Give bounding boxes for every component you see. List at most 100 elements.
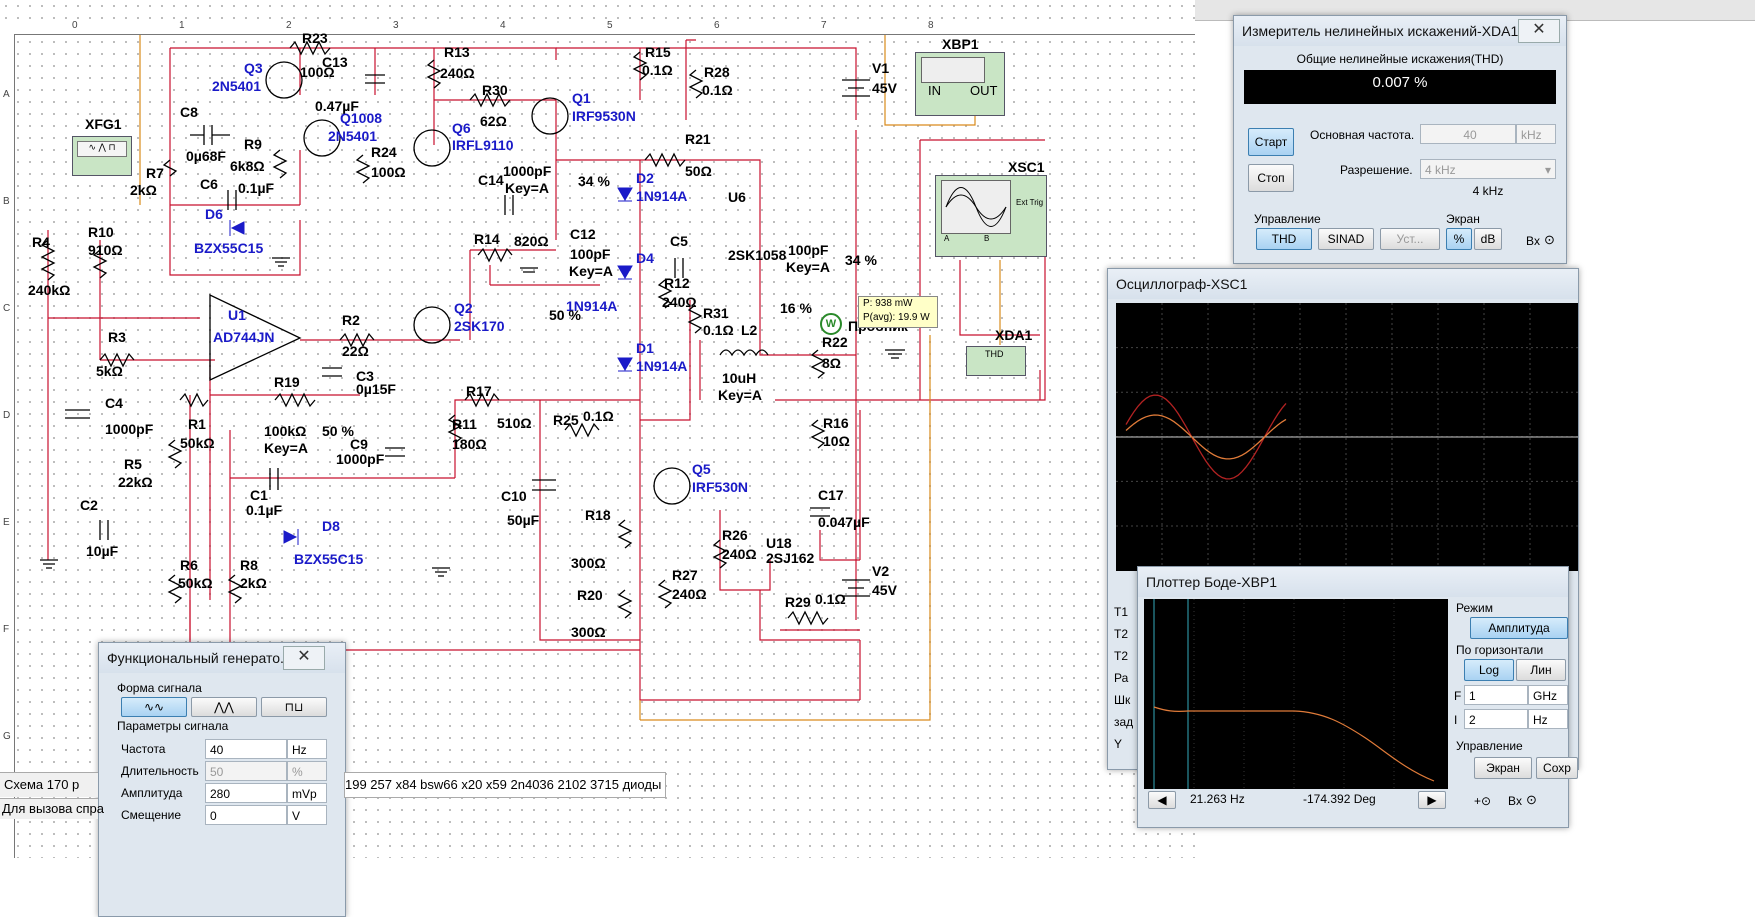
component-label: 0.047µF	[818, 514, 870, 530]
component-label: R15	[645, 44, 671, 60]
component-label: 10µF	[86, 543, 119, 559]
ruler-col-label: 4	[500, 20, 506, 31]
bode-bx-label: Bx	[1508, 794, 1523, 808]
probe-power: P: 938 mW	[863, 298, 913, 309]
log-button[interactable]: Log	[1464, 659, 1514, 681]
component-label: 1000pF	[105, 421, 154, 437]
osc-side-label: T2	[1114, 649, 1129, 663]
amplitude-button[interactable]: Амплитуда	[1470, 617, 1568, 639]
xbp1-instrument[interactable]: IN OUT	[915, 52, 1005, 116]
param-unit-field[interactable]: %	[287, 761, 327, 781]
params-label: Параметры сигнала	[117, 719, 229, 733]
param-unit-field[interactable]: V	[287, 805, 327, 825]
thd-analyzer-window[interactable]: Измеритель нелинейных искажений-XDA1 ✕ О…	[1233, 15, 1567, 264]
i-unit[interactable]: Hz	[1528, 709, 1568, 729]
close-icon[interactable]: ✕	[283, 646, 325, 670]
component-label: C6	[200, 176, 218, 192]
resolution-select[interactable]: 4 kHz▾	[1420, 159, 1556, 179]
component-label: C8	[180, 104, 198, 120]
param-unit-field[interactable]: Hz	[287, 739, 327, 759]
lin-button[interactable]: Лин	[1516, 659, 1566, 681]
component-label: 0.1Ω	[583, 408, 614, 424]
ruler-col-label: 0	[72, 20, 78, 31]
component-label: 100pF	[788, 242, 829, 258]
component-label: 1N914A	[566, 298, 618, 314]
square-wave-button[interactable]: ⊓⊔	[261, 697, 327, 717]
xfg1-instrument[interactable]: ∿ ⋀ ⊓	[72, 136, 132, 176]
component-label: R22	[822, 334, 848, 350]
ruler-col-label: 3	[393, 20, 399, 31]
component-label: U1	[228, 307, 246, 323]
bode-curve	[1153, 599, 1435, 789]
component-label: Key=A	[505, 180, 549, 196]
waveform-label: Форма сигнала	[117, 681, 202, 695]
function-generator-window[interactable]: Функциональный генерато... ✕ Форма сигна…	[98, 642, 346, 917]
param-value-field[interactable]: 280	[205, 783, 287, 803]
component-label: 820Ω	[514, 233, 549, 249]
design-tab[interactable]: 199 257 x84 bsw66 x20 x59 2n4036 2102 37…	[345, 777, 662, 792]
schematic-drawing	[40, 29, 1046, 721]
param-value-field[interactable]: 50	[205, 761, 287, 781]
ruler-col-label: 8	[928, 20, 934, 31]
component-label: IRF530N	[692, 479, 749, 495]
xsc1-instrument[interactable]: Ext Trig A B	[935, 175, 1047, 257]
screen-label: Экран	[1446, 212, 1480, 226]
fund-freq-unit[interactable]: kHz	[1516, 124, 1556, 144]
param-value-field[interactable]: 40	[205, 739, 287, 759]
percent-button[interactable]: %	[1446, 228, 1472, 250]
param-label: Амплитуда	[121, 786, 183, 800]
cursor-left-button[interactable]: ◀	[1148, 791, 1176, 809]
param-value-field[interactable]: 0	[205, 805, 287, 825]
component-label: C12	[570, 226, 596, 242]
component-label: 0.47µF	[315, 98, 359, 114]
param-label: Длительность	[121, 764, 199, 778]
bode-screen-button[interactable]: Экран	[1474, 757, 1532, 779]
fund-freq-field[interactable]: 40	[1420, 124, 1516, 144]
component-label: BZX55C15	[294, 551, 364, 567]
bode-save-button[interactable]: Сохр	[1536, 757, 1578, 779]
component-label: 10uH	[722, 370, 757, 386]
sine-wave-button[interactable]: ∿∿	[121, 697, 187, 717]
component-label: 0µ68F	[186, 148, 226, 164]
triangle-wave-button[interactable]: ⋀⋀	[191, 697, 257, 717]
bode-screen	[1144, 599, 1448, 789]
ruler-col-label: 6	[714, 20, 720, 31]
component-label: U18	[766, 535, 792, 551]
f-unit[interactable]: GHz	[1528, 685, 1568, 705]
component-label: R5	[124, 456, 142, 472]
terminal-icon[interactable]: ⊙	[1544, 232, 1555, 247]
xda1-instrument[interactable]: THD	[966, 346, 1026, 376]
component-label: R12	[664, 275, 690, 291]
terminal-icon[interactable]: +⊙	[1474, 794, 1492, 808]
bx-label: Bx	[1526, 234, 1541, 248]
start-button[interactable]: Старт	[1248, 128, 1294, 156]
sinad-button[interactable]: SINAD	[1318, 228, 1374, 250]
stop-button[interactable]: Стоп	[1248, 164, 1294, 192]
param-unit-field[interactable]: mVp	[287, 783, 327, 803]
settings-button[interactable]: Уст...	[1380, 228, 1440, 250]
component-label: 1N914A	[636, 188, 688, 204]
component-label: R8	[240, 557, 258, 573]
bode-plotter-window[interactable]: Плоттер Боде-XBP1 ◀ 21.263 Hz -174.392 D…	[1137, 566, 1578, 828]
db-button[interactable]: dB	[1474, 228, 1502, 250]
osc-trace-b	[1125, 414, 1287, 460]
osc-screen	[1116, 303, 1578, 571]
osc-window-title: Осциллограф-XSC1	[1108, 269, 1578, 299]
component-label: R3	[108, 329, 126, 345]
component-label: 0.1µF	[238, 180, 275, 196]
thd-button[interactable]: THD	[1256, 228, 1312, 250]
cursor-right-button[interactable]: ▶	[1418, 791, 1446, 809]
component-label: 100Ω	[371, 164, 406, 180]
terminal-icon[interactable]: ⊙	[1526, 792, 1537, 807]
component-label: 50µF	[507, 512, 540, 528]
xda1-thd-label: THD	[985, 349, 1004, 359]
i-field[interactable]: 2	[1464, 709, 1528, 729]
close-icon[interactable]: ✕	[1518, 19, 1560, 43]
schema-tab[interactable]: Схема 170 р	[4, 777, 80, 792]
component-label: D1	[636, 340, 654, 356]
component-label: 22Ω	[342, 343, 369, 359]
probe-icon[interactable]: W	[820, 313, 842, 335]
f-field[interactable]: 1	[1464, 685, 1528, 705]
